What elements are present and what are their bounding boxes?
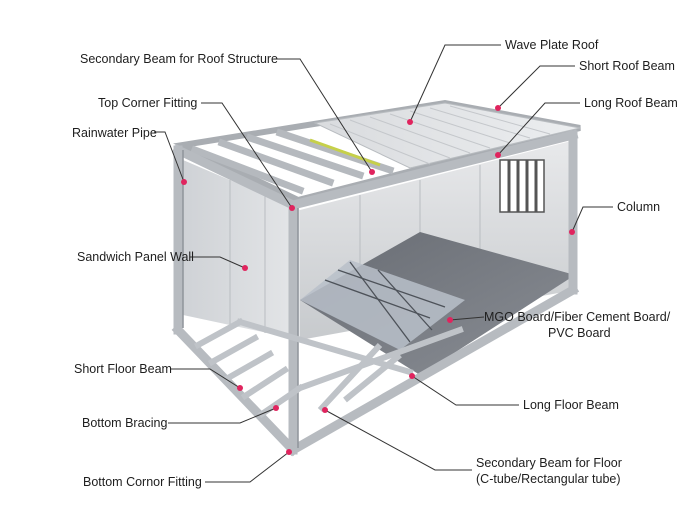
label-rainwater-pipe: Rainwater Pipe — [72, 126, 157, 140]
long-floor-beams — [236, 318, 464, 392]
label-sandwich-panel-wall: Sandwich Panel Wall — [77, 250, 194, 264]
label-long-floor-beam: Long Floor Beam — [523, 398, 619, 412]
short-floor-beams — [193, 317, 305, 419]
label-secondary-beam-floor-line1: Secondary Beam for Floor — [476, 456, 622, 470]
window — [499, 159, 545, 213]
label-floor-board: MGO Board/Fiber Cement Board/ PVC Board — [484, 310, 674, 340]
markers — [181, 105, 575, 455]
label-wave-plate-roof: Wave Plate Roof — [505, 38, 599, 52]
label-top-corner-fitting: Top Corner Fitting — [98, 96, 198, 110]
roof-corrugation — [329, 105, 551, 165]
roof-secondary-beams — [190, 128, 395, 195]
label-bottom-bracing: Bottom Bracing — [82, 416, 168, 430]
label-column: Column — [617, 200, 661, 214]
wave-plate-roof — [313, 102, 581, 169]
floor-board-grid — [324, 261, 446, 343]
bottom-bracing — [317, 342, 402, 413]
leader-lines — [154, 44, 613, 483]
label-long-roof-beam: Long Roof Beam — [584, 96, 678, 110]
label-floor-board-line2: PVC Board — [548, 326, 611, 340]
label-floor-board-line1: MGO Board/Fiber Cement Board/ — [484, 310, 671, 324]
label-secondary-beam-floor-line2: (C-tube/Rectangular tube) — [476, 472, 621, 486]
label-short-floor-beam: Short Floor Beam — [74, 362, 172, 376]
roof-beam-accent — [309, 138, 381, 167]
label-secondary-beam-floor: Secondary Beam for Floor (C-tube/Rectang… — [476, 456, 622, 486]
label-bottom-corner-fitting: Bottom Cornor Fitting — [83, 475, 202, 489]
label-short-roof-beam: Short Roof Beam — [579, 59, 675, 73]
main-frame — [171, 129, 580, 457]
sandwich-panel-wall — [183, 160, 300, 340]
label-secondary-beam-roof: Secondary Beam for Roof Structure — [80, 52, 279, 66]
